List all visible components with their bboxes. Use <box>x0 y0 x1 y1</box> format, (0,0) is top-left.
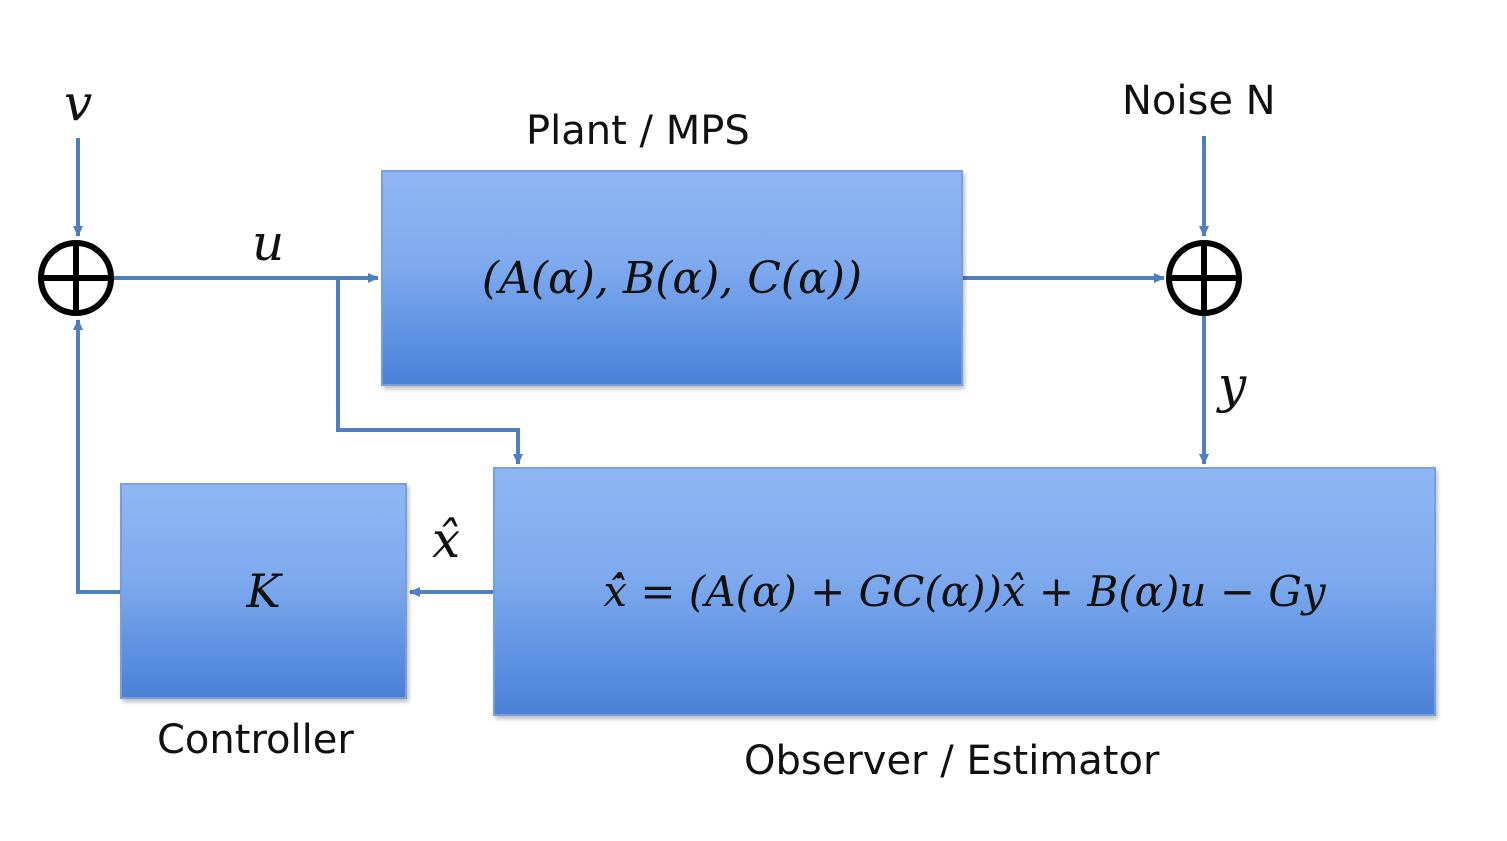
signal-v-label: v <box>64 74 93 132</box>
controller-gain: K <box>246 564 281 618</box>
observer-equation: x̂̇ = (A(α) + GC(α))x̂ + B(α)u − Gy <box>603 567 1326 616</box>
wire-u-to-observer <box>336 278 523 465</box>
signal-u-label: u <box>252 214 285 272</box>
wire-feedback-to-sum <box>73 319 122 594</box>
plant-equation: (A(α), B(α), C(α)) <box>481 252 863 304</box>
observer-title: Observer / Estimator <box>744 738 1160 784</box>
summing-junction-right <box>1166 240 1242 316</box>
controller-title: Controller <box>157 717 354 763</box>
plant-title: Plant / MPS <box>526 108 750 154</box>
summing-junction-left <box>38 240 114 316</box>
signal-y-label: y <box>1218 356 1247 414</box>
observer-block: x̂̇ = (A(α) + GC(α))x̂ + B(α)u − Gy <box>493 467 1436 716</box>
controller-block: K <box>120 483 407 699</box>
noise-label: Noise N <box>1122 78 1276 124</box>
signal-xhat-label: x̂ <box>432 511 461 569</box>
plant-block: (A(α), B(α), C(α)) <box>381 170 963 386</box>
